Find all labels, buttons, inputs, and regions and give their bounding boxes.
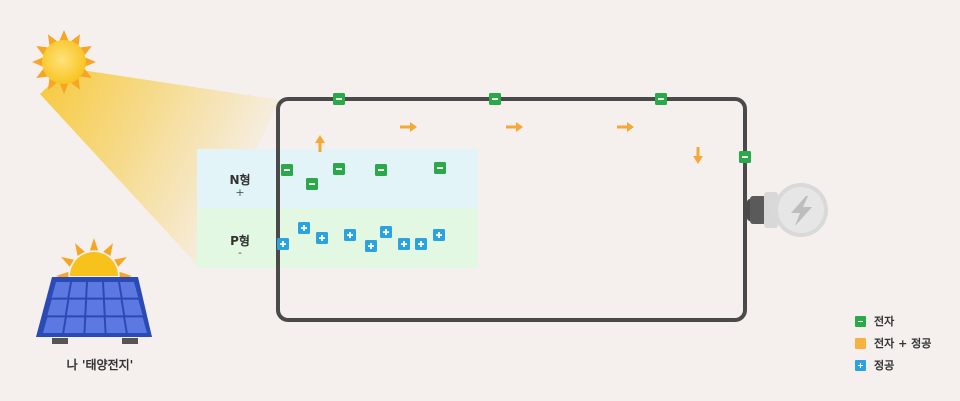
electron-icon	[489, 93, 501, 105]
electron-icon	[855, 315, 866, 327]
legend-item-both: 전자 + 정공	[855, 335, 931, 351]
n-type-sign: +	[235, 186, 245, 199]
hole-icon	[344, 229, 356, 241]
n-region	[197, 149, 478, 208]
electron-icon	[333, 93, 345, 105]
electron-hole-pair-icon	[855, 337, 866, 349]
charge-carriers	[277, 93, 751, 252]
hole-icon	[298, 222, 310, 234]
hole-icon	[855, 359, 866, 371]
circuit-wire	[276, 97, 747, 322]
hole-icon	[316, 232, 328, 244]
hole-icon	[398, 238, 410, 250]
electron-icon	[739, 151, 751, 163]
electron-icon	[333, 163, 345, 175]
hole-icon	[365, 240, 377, 252]
p-type-sign: -	[238, 246, 242, 259]
hole-icon	[380, 226, 392, 238]
bolt-icon	[791, 196, 812, 226]
p-region	[197, 208, 478, 268]
legend-item-electron: 전자	[855, 313, 931, 329]
legend-item-hole: 정공	[855, 357, 931, 373]
electron-icon	[306, 178, 318, 190]
solar-panel-icon	[36, 238, 152, 344]
current-arrows	[315, 122, 703, 164]
solar-panel-caption: 나 '태양전지'	[66, 358, 134, 372]
sun-icon	[32, 30, 96, 94]
electron-icon	[375, 164, 387, 176]
hole-icon	[415, 238, 427, 250]
p-type-label: P형	[230, 234, 250, 248]
legend-label-hole: 정공	[874, 359, 895, 372]
n-type-label: N형	[229, 173, 251, 187]
legend: 전자 전자 + 정공 정공	[855, 313, 931, 379]
electron-icon	[281, 164, 293, 176]
electron-icon	[434, 162, 446, 174]
light-bulb-icon	[747, 183, 828, 237]
hole-icon	[277, 238, 289, 250]
legend-label-both: 전자 + 정공	[874, 337, 932, 350]
hole-icon	[433, 229, 445, 241]
legend-label-electron: 전자	[874, 315, 895, 328]
electron-icon	[655, 93, 667, 105]
